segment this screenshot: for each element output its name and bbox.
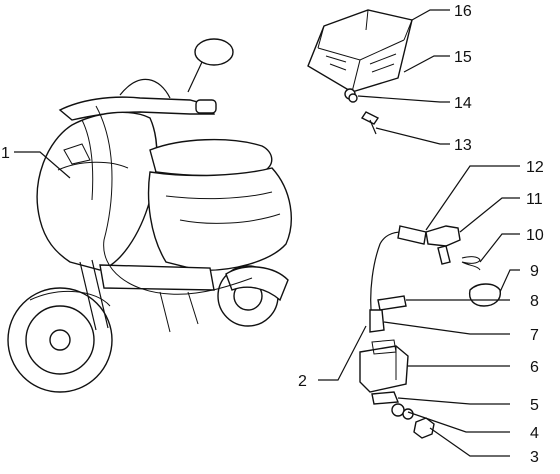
callout-9: 9 bbox=[530, 263, 539, 280]
callout-3: 3 bbox=[530, 449, 539, 466]
callout-4: 4 bbox=[530, 425, 539, 442]
voltage-regulator bbox=[307, 9, 413, 103]
scooter-illustration bbox=[7, 38, 292, 393]
screw-part bbox=[360, 111, 380, 135]
ignition-assembly bbox=[359, 225, 501, 439]
callout-2: 2 bbox=[298, 373, 307, 390]
callout-16: 16 bbox=[454, 3, 472, 20]
callout-7: 7 bbox=[530, 327, 539, 344]
callout-10: 10 bbox=[526, 227, 544, 244]
callout-13: 13 bbox=[454, 137, 472, 154]
callout-11: 11 bbox=[526, 191, 543, 208]
callout-12: 12 bbox=[526, 159, 544, 176]
callout-1: 1 bbox=[1, 145, 10, 162]
callout-5: 5 bbox=[530, 397, 539, 414]
callout-14: 14 bbox=[454, 95, 472, 112]
callout-8: 8 bbox=[530, 293, 539, 310]
callout-15: 15 bbox=[454, 49, 472, 66]
leader-lines bbox=[14, 9, 520, 457]
callout-6: 6 bbox=[530, 359, 539, 376]
